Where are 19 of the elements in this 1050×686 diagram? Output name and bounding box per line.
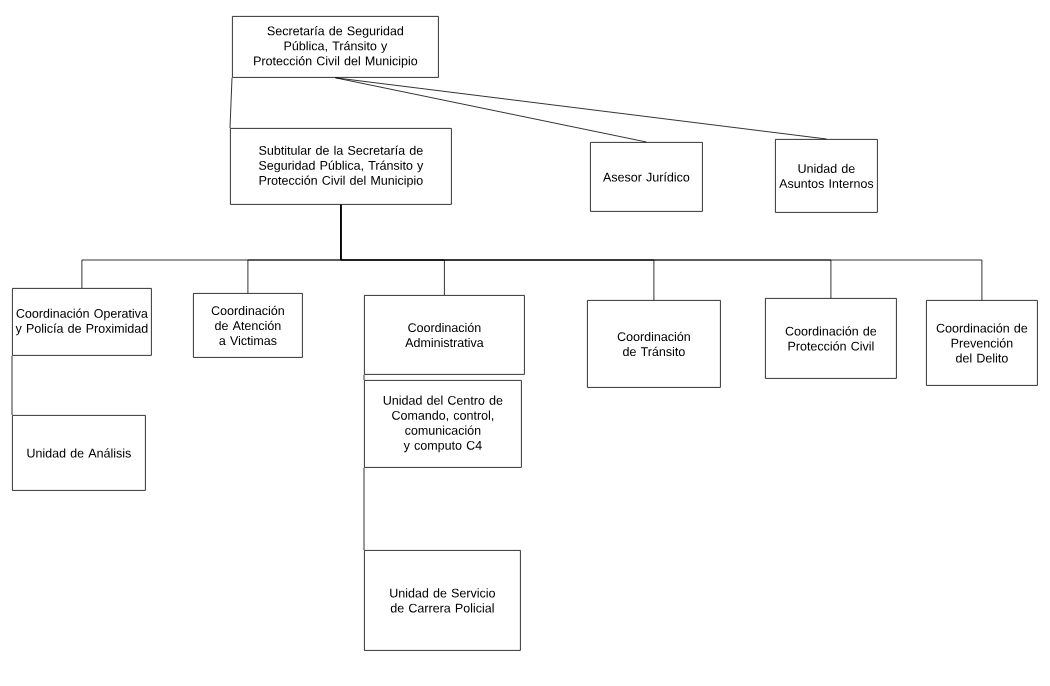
org-box: Coordinación de Atención a Victimas — [193, 293, 303, 358]
org-box: Coordinación de Protección Civil — [765, 298, 897, 379]
org-box: Unidad de Análisis — [12, 415, 146, 491]
connector-line — [229, 77, 233, 129]
org-box: Coordinación de Prevención del Delito — [926, 300, 1038, 386]
org-box: Coordinación Operativa y Policía de Proximidad — [12, 288, 152, 356]
connector-line — [340, 204, 983, 301]
connector-line — [363, 374, 365, 381]
org-box: Subtitular de la Secretaría de Seguridad Pública, Tránsito y Protección Civil del Municipio — [230, 128, 452, 205]
org-box: Unidad del Centro de Comando, control, comunicación y computo C4 — [364, 380, 522, 468]
connector-line — [335, 77, 827, 140]
org-box: Secretaría de Seguridad Pública, Tránsito y Protección Civil del Municipio — [232, 16, 439, 78]
org-box: Unidad de Asuntos Internos — [775, 139, 878, 213]
connector-line — [363, 467, 365, 551]
org-box: Coordinación Administrativa — [364, 295, 525, 375]
org-box: Unidad de Servicio de Carrera Policial — [364, 550, 521, 651]
org-box: Asesor Jurídico — [590, 142, 703, 212]
connector-line — [11, 355, 13, 416]
org-box: Coordinación de Tránsito — [587, 300, 721, 388]
